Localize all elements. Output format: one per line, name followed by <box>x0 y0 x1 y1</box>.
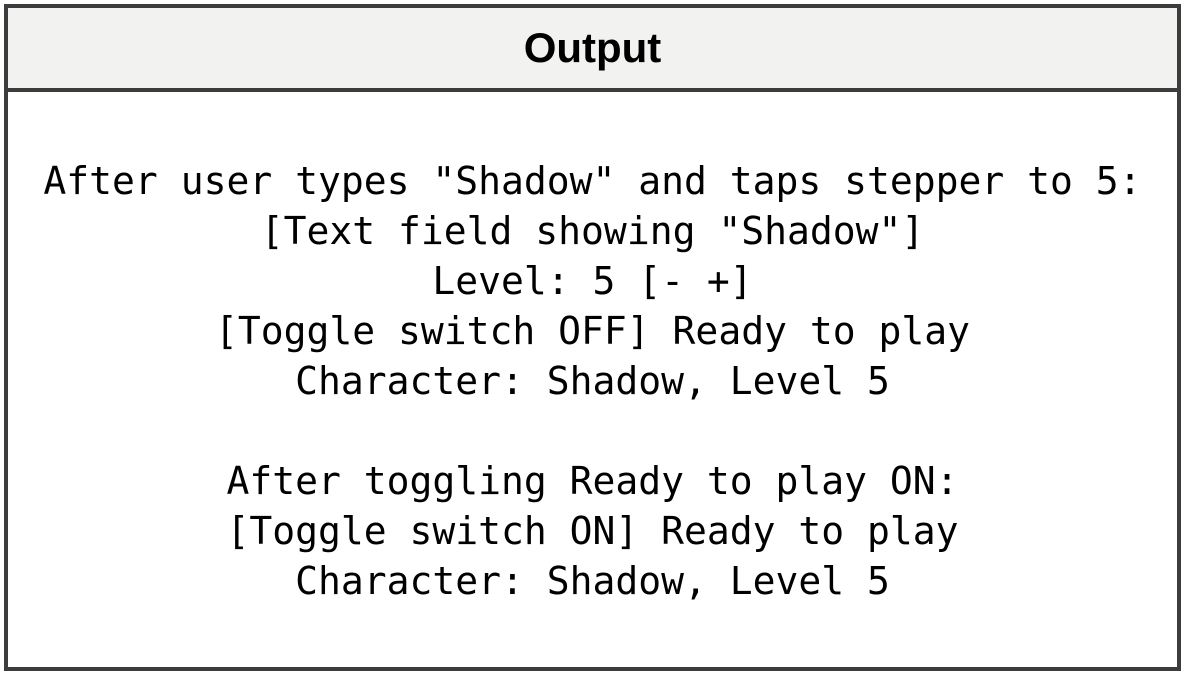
output-line: [Toggle switch ON] Ready to play <box>226 509 959 553</box>
output-line: Character: Shadow, Level 5 <box>295 359 890 403</box>
output-panel-header: Output <box>8 8 1177 92</box>
output-line: After user types "Shadow" and taps stepp… <box>43 159 1142 203</box>
output-line: Character: Shadow, Level 5 <box>295 559 890 603</box>
output-line: After toggling Ready to play ON: <box>226 459 959 503</box>
output-line: Level: 5 [- +] <box>432 259 753 303</box>
output-line-blank <box>8 406 1177 456</box>
output-line: [Toggle switch OFF] Ready to play <box>215 309 970 353</box>
output-line: [Text field showing "Shadow"] <box>260 209 925 253</box>
output-panel: Output After user types "Shadow" and tap… <box>4 4 1181 671</box>
output-panel-title: Output <box>523 24 662 71</box>
output-panel-body: After user types "Shadow" and taps stepp… <box>8 92 1177 606</box>
